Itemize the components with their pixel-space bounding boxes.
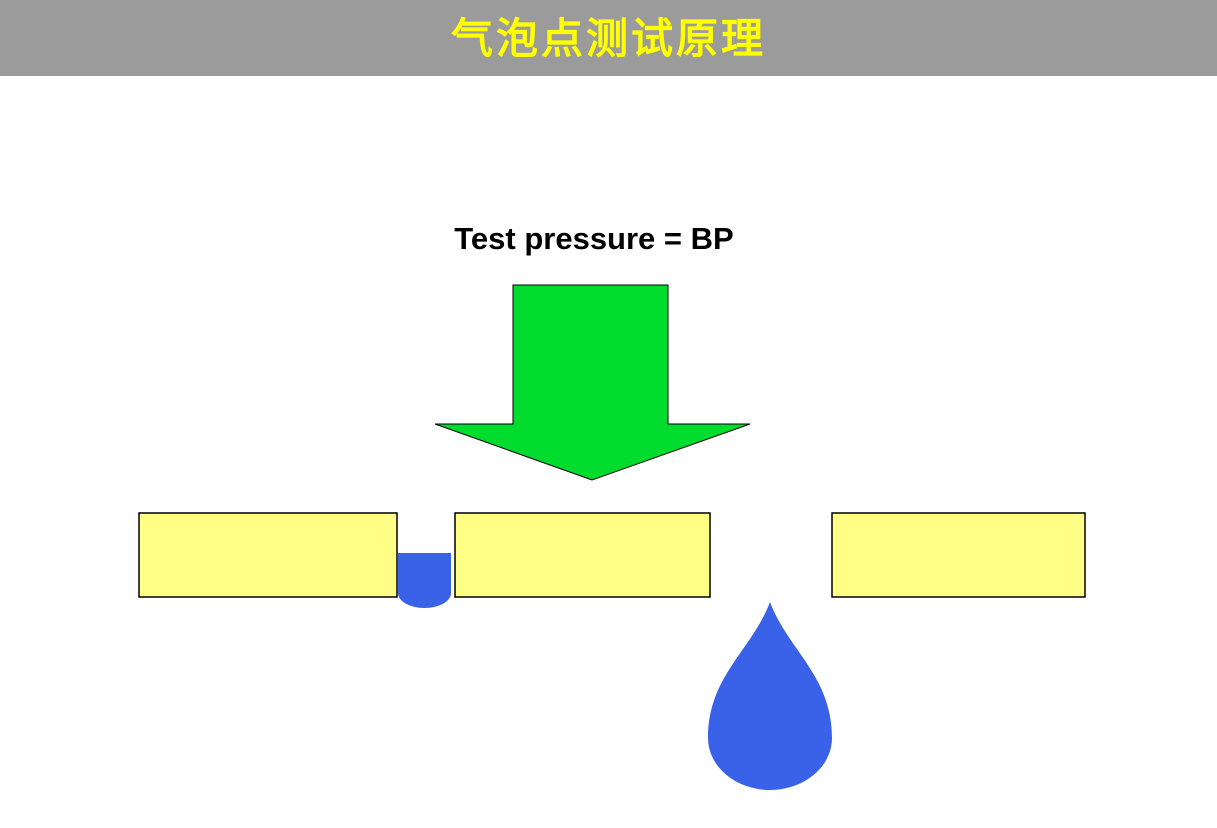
membrane-middle [454,512,711,598]
pressure-label: Test pressure = BP [454,221,734,256]
membrane-right [831,512,1086,598]
bubble-droplet-icon [708,602,832,790]
title-bar: 气泡点测试原理 [0,0,1217,76]
liquid-meniscus-icon [398,553,451,608]
down-arrow-icon [434,284,751,481]
membrane-left [138,512,398,598]
slide-title: 气泡点测试原理 [450,14,766,62]
